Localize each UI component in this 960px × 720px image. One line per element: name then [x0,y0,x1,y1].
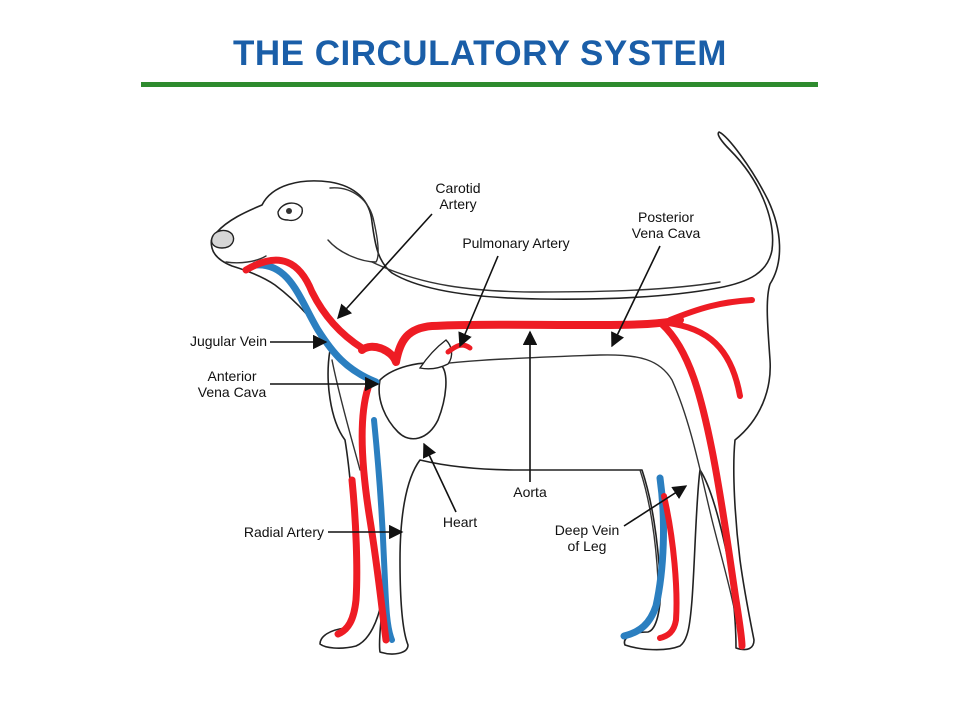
tail-artery [667,297,755,323]
label-posterior-vena-cava-line2: Vena Cava [632,225,701,241]
heart-organ [378,362,447,440]
deep-vein-of-leg [620,474,667,640]
front-leg-vein [371,417,395,643]
label-deep-vein-of-leg-line2: of Leg [568,538,607,554]
labels: Carotid Artery Pulmonary Artery Posterio… [190,180,701,554]
belly-contour [399,354,741,641]
label-anterior-vena-cava-line1: Anterior [207,368,256,384]
pointer-arrows [270,213,688,540]
label-carotid-artery-line1: Carotid [435,180,480,196]
hip-artery [657,319,743,399]
radial-artery [334,476,361,638]
rear-leg-branch-artery [657,493,680,641]
aortic-arch [358,316,684,366]
title-underline [141,82,818,87]
rear-leg-contour [639,469,659,581]
arrow-posterior-vena-cava [611,245,661,348]
rear-leg-artery [658,320,746,650]
mouth [225,255,267,264]
back-contour [371,261,721,293]
label-posterior-vena-cava-line1: Posterior [638,209,694,225]
label-heart: Heart [443,514,477,530]
nose [210,229,235,249]
carotid-artery [242,256,366,352]
dog-outline [210,131,781,655]
arrow-deep-vein-of-leg [623,485,688,527]
front-leg-artery [358,384,390,644]
jugular-vein [251,261,380,386]
ear [327,187,379,263]
label-carotid-artery-line2: Artery [439,196,476,212]
label-radial-artery: Radial Artery [244,524,324,540]
arteries [242,256,755,650]
eye-pupil [286,208,292,214]
label-pulmonary-artery: Pulmonary Artery [462,235,569,251]
page-title: THE CIRCULATORY SYSTEM [233,34,727,73]
label-aorta: Aorta [513,484,547,500]
veins [251,261,667,643]
label-anterior-vena-cava-line2: Vena Cava [198,384,267,400]
arrow-pulmonary-artery [458,255,499,348]
arrow-carotid-artery [337,213,433,320]
chest-contour [331,359,361,471]
arrow-heart [423,442,457,513]
label-deep-vein-of-leg-line1: Deep Vein [555,522,620,538]
label-jugular-vein: Jugular Vein [190,333,267,349]
